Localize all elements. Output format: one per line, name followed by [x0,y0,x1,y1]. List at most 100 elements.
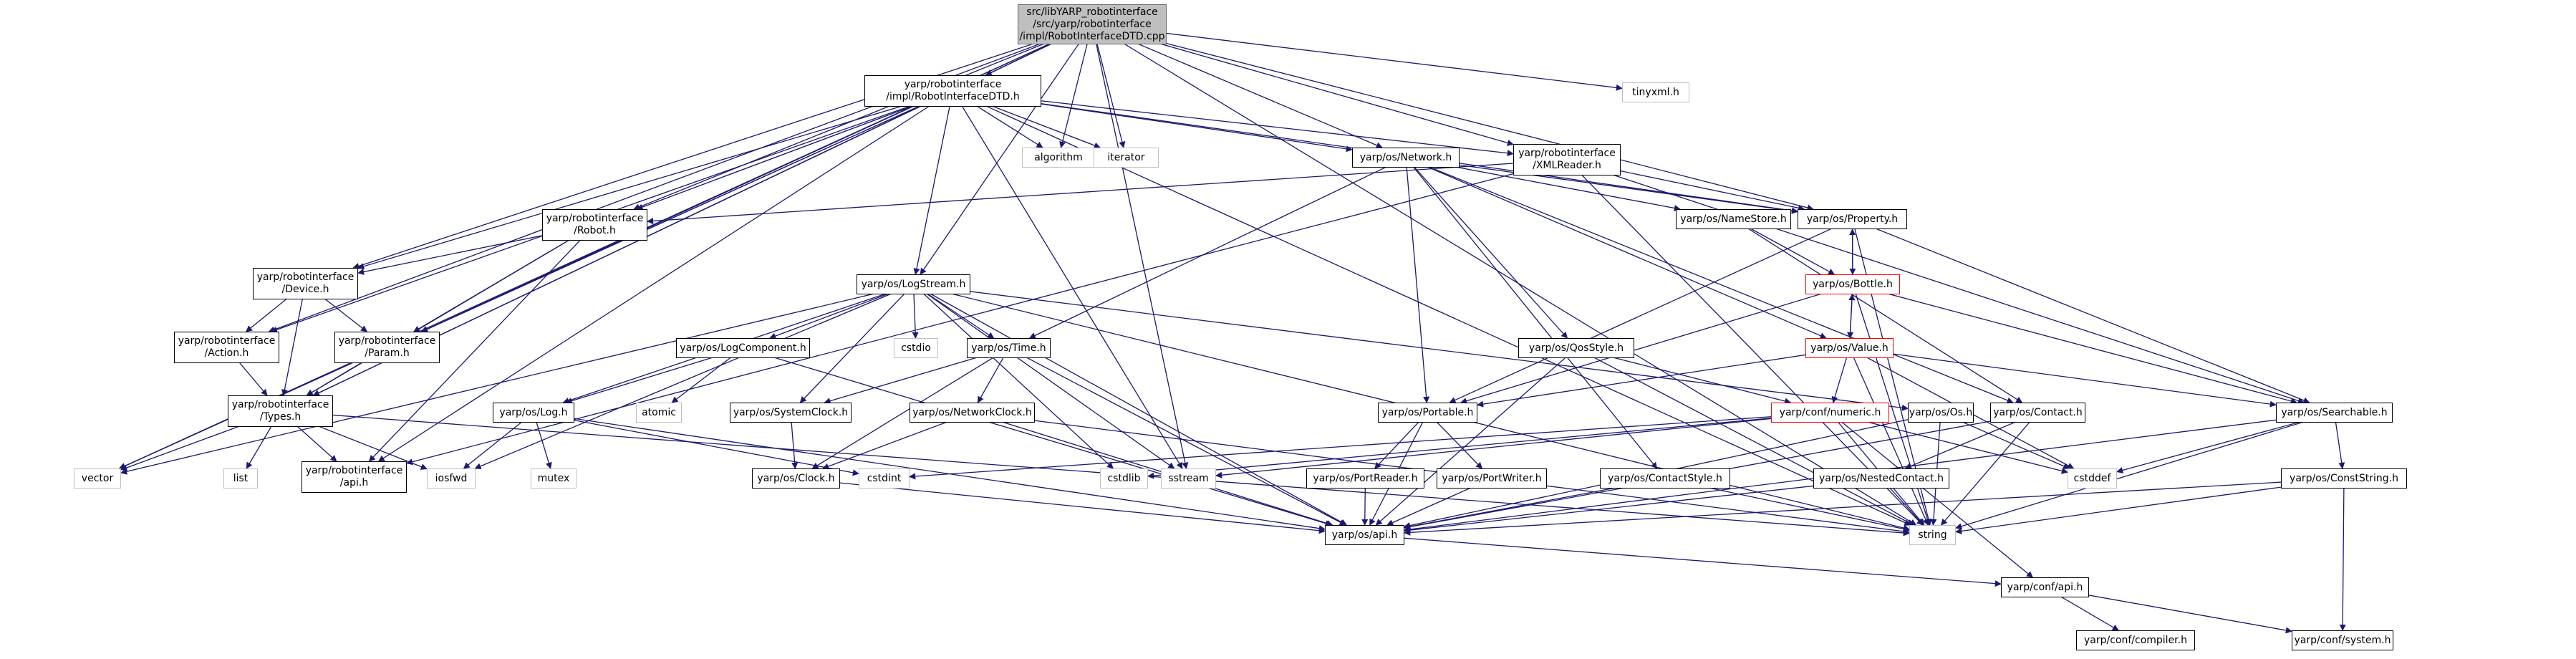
node-qosstyle[interactable]: yarp/os/QosStyle.h [1518,338,1634,358]
node-logstream[interactable]: yarp/os/LogStream.h [857,274,970,294]
node-label: mutex [538,473,570,485]
node-mutex[interactable]: mutex [531,468,577,489]
node-label: yarp/robotinterface [232,399,329,411]
edge-dtd_h-to-device [358,91,953,268]
edge-device-to-types [284,284,306,395]
node-tinyxml[interactable]: tinyxml.h [1622,82,1689,102]
node-os[interactable]: yarp/os/Os.h [1908,403,1974,423]
node-iterator[interactable]: iterator [1094,148,1159,168]
node-label: /XMLReader.h [1533,160,1601,172]
edge-conststring-to-system [2343,478,2344,630]
node-cstdint[interactable]: cstdint [859,468,910,489]
node-algorithm[interactable]: algorithm [1022,148,1095,168]
node-log[interactable]: yarp/os/Log.h [493,403,574,423]
node-string[interactable]: string [1909,525,1956,545]
node-label: iosfwd [435,473,468,485]
node-network[interactable]: yarp/os/Network.h [1352,148,1460,168]
node-label: tinyxml.h [1632,87,1679,99]
node-contactstyle[interactable]: yarp/os/ContactStyle.h [1600,468,1730,489]
node-conststring[interactable]: yarp/os/ConstString.h [2281,468,2407,489]
node-root[interactable]: src/libYARP_robotinterface/src/yarp/robo… [1018,4,1167,44]
node-dtd_h[interactable]: yarp/robotinterface/impl/RobotInterfaceD… [864,75,1041,107]
node-label: yarp/os/ConstString.h [2290,473,2398,485]
node-label: iterator [1107,152,1144,164]
node-label: yarp/os/LogStream.h [862,279,966,291]
node-portable[interactable]: yarp/os/Portable.h [1378,403,1477,423]
node-action[interactable]: yarp/robotinterface/Action.h [174,332,279,363]
node-logcomponent[interactable]: yarp/os/LogComponent.h [676,338,810,358]
edge-value-to-searchable [1850,348,2277,405]
edge-logstream-to-iosfwd [475,284,913,468]
node-label: cstdlib [1107,473,1140,485]
node-robot[interactable]: yarp/robotinterface/Robot.h [542,209,647,241]
node-label: yarp/os/NetworkClock.h [912,407,1032,419]
node-clock[interactable]: yarp/os/Clock.h [752,468,840,489]
node-cstdio[interactable]: cstdio [894,338,938,358]
node-confapi[interactable]: yarp/conf/api.h [2001,577,2089,597]
node-types[interactable]: yarp/robotinterface/Types.h [228,395,333,427]
node-label: yarp/os/ContactStyle.h [1608,473,1722,485]
edge-root-to-property [1092,24,1813,209]
node-label: src/libYARP_robotinterface [1026,6,1157,19]
node-label: yarp/os/Value.h [1810,342,1888,355]
node-label: /Types.h [260,411,302,423]
node-label: yarp/os/PortWriter.h [1442,473,1541,485]
node-numeric[interactable]: yarp/conf/numeric.h [1771,403,1889,423]
node-riapi[interactable]: yarp/robotinterface/api.h [302,461,407,493]
edge-searchable-to-string [1956,413,2335,528]
node-contact[interactable]: yarp/os/Contact.h [1990,403,2085,423]
node-label: yarp/robotinterface [257,271,354,284]
edge-bottle-to-searchable [1853,284,2297,403]
node-vector[interactable]: vector [74,468,121,489]
node-cstddef[interactable]: cstddef [2068,468,2117,489]
node-atomic[interactable]: atomic [636,403,682,423]
edge-contact-to-string [1941,413,2038,525]
node-property[interactable]: yarp/os/Property.h [1798,209,1907,229]
node-label: cstdint [867,473,902,485]
edge-root-to-device [353,24,1092,268]
node-label: yarp/conf/compiler.h [2084,635,2187,647]
node-param[interactable]: yarp/robotinterface/Param.h [334,332,440,363]
edge-logcomponent-to-osapi [743,348,1331,525]
node-nestedcontact[interactable]: yarp/os/NestedContact.h [1813,468,1949,489]
node-label: list [233,473,249,485]
node-portwriter[interactable]: yarp/os/PortWriter.h [1437,468,1547,489]
edge-value-to-string [1850,348,1929,525]
edge-network-to-qosstyle [1406,158,1567,338]
node-label: yarp/os/Contact.h [1993,407,2083,419]
node-compiler[interactable]: yarp/conf/compiler.h [2076,630,2195,650]
node-cstdlib[interactable]: cstdlib [1100,468,1148,489]
node-label: /Param.h [365,347,409,360]
node-xmlreader[interactable]: yarp/robotinterface/XMLReader.h [1513,144,1621,175]
node-iosfwd[interactable]: iosfwd [427,468,476,489]
node-system[interactable]: yarp/conf/system.h [2292,630,2393,650]
node-label: yarp/os/Clock.h [757,473,834,485]
node-label: /api.h [340,477,368,489]
node-sstream[interactable]: sstream [1161,468,1216,489]
node-label: yarp/os/PortReader.h [1313,473,1417,485]
node-value[interactable]: yarp/os/Value.h [1805,338,1894,358]
node-namestore[interactable]: yarp/os/NameStore.h [1676,209,1791,229]
node-label: yarp/os/Property.h [1807,213,1898,226]
node-portreader[interactable]: yarp/os/PortReader.h [1306,468,1424,489]
edge-network-to-time [1030,158,1406,338]
node-device[interactable]: yarp/robotinterface/Device.h [253,268,358,299]
node-label: /impl/RobotInterfaceDTD.cpp [1019,31,1164,43]
node-list[interactable]: list [223,468,258,489]
node-label: yarp/conf/api.h [2007,582,2083,594]
node-bottle[interactable]: yarp/os/Bottle.h [1805,274,1900,294]
node-label: yarp/os/api.h [1332,529,1397,542]
edge-logstream-to-vector [121,284,914,473]
node-osapi[interactable]: yarp/os/api.h [1325,525,1404,545]
edge-root-to-sstream [1092,24,1187,468]
node-searchable[interactable]: yarp/os/Searchable.h [2276,403,2393,423]
node-label: /Action.h [205,347,249,360]
node-systemclock[interactable]: yarp/os/SystemClock.h [730,403,852,423]
node-time[interactable]: yarp/os/Time.h [967,338,1051,358]
node-networkclock[interactable]: yarp/os/NetworkClock.h [910,403,1035,423]
node-label: yarp/os/Portable.h [1382,407,1474,419]
node-label: atomic [642,407,676,419]
node-label: /Robot.h [574,225,616,237]
